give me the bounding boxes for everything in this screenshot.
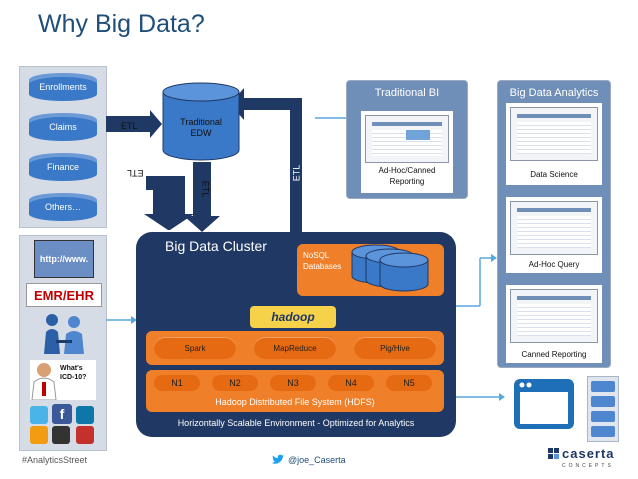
traditional-bi-title: Traditional BI [374, 87, 440, 99]
bi-caption-line1: Ad-Hoc/Canned [378, 166, 436, 175]
analytics-card-canned-reporting: Canned Reporting [506, 285, 602, 363]
tool-pig-hive: Pig/Hive [354, 337, 436, 359]
node-n2-label: N2 [229, 378, 241, 388]
bi-caption-line2: Reporting [389, 177, 425, 186]
tool-pig-hive-label: Pig/Hive [380, 343, 410, 353]
traditional-bi-card: Ad-Hoc/Canned Reporting [361, 111, 453, 193]
hdfs-box: N1 N2 N3 N4 N5 Hadoop Distributed File S… [146, 370, 444, 412]
hadoop-logo-text: hadoop [271, 310, 315, 324]
source-databases-panel: Enrollments Claims Finance Others… [19, 66, 107, 228]
node-n5: N5 [386, 375, 432, 391]
footer-twitter-handle: @joe_Caserta [288, 455, 346, 465]
hadoop-logo: hadoop [250, 306, 336, 328]
others-cylinder: Others… [29, 193, 97, 221]
etl-arrow-left [144, 176, 194, 230]
emr-ehr-label: EMR/EHR [34, 287, 94, 303]
node-n1-label: N1 [171, 378, 183, 388]
etl-arrow-to-edw [106, 110, 162, 138]
social-media-icon: f [28, 404, 98, 446]
finance-cylinder: Finance [29, 153, 97, 181]
tool-spark: Spark [154, 337, 236, 359]
nosql-cylinders-icon [351, 244, 429, 292]
nosql-label: NoSQL Databases [303, 250, 347, 272]
app-item-2 [591, 396, 615, 407]
app-items-panel [587, 376, 619, 442]
node-n3-label: N3 [287, 378, 299, 388]
enrollments-label: Enrollments [39, 82, 87, 92]
traditional-bi-caption: Ad-Hoc/Canned Reporting [361, 165, 453, 187]
http-label: http://www. [39, 254, 89, 264]
app-item-1 [591, 381, 615, 392]
edw-cylinder [162, 82, 240, 161]
analytics-caption-canned-reporting: Canned Reporting [521, 350, 587, 359]
enrollments-cylinder: Enrollments [29, 73, 97, 101]
others-label: Others… [44, 202, 81, 212]
node-n3: N3 [270, 375, 316, 391]
footer-hashtag: #AnalyticsStreet [22, 455, 88, 465]
edw-label-line2: EDW [190, 128, 212, 138]
app-item-4 [591, 426, 615, 437]
node-n4: N4 [328, 375, 374, 391]
http-icon: http://www. [34, 240, 94, 278]
icd10-label: What's ICD-10? [60, 365, 87, 381]
traditional-bi-panel: Traditional BI Ad-Hoc/Canned Reporting [346, 80, 468, 199]
app-window-icon [514, 379, 574, 429]
caserta-logo-icon [548, 448, 560, 462]
twitter-bird-icon [271, 453, 285, 465]
claims-label: Claims [49, 122, 77, 132]
etl-label-middle: ETL [200, 180, 211, 198]
processing-tools-row: Spark MapReduce Pig/Hive [146, 331, 444, 365]
node-n2: N2 [212, 375, 258, 391]
big-data-analytics-title: Big Data Analytics [509, 87, 599, 99]
finance-label: Finance [46, 162, 80, 172]
bi-report-screenshot [365, 115, 449, 163]
node-n1: N1 [154, 375, 200, 391]
source-icons-panel: http://www. EMR/EHR What's ICD-10? f [19, 235, 107, 451]
doctor-patient-icon [36, 310, 90, 356]
analytics-card-adhoc-query: Ad-Hoc Query [506, 197, 602, 273]
big-data-analytics-panel: Big Data Analytics Data Science Ad-Hoc Q… [497, 80, 611, 368]
icd10-doctor-icon: What's ICD-10? [30, 360, 96, 400]
node-n5-label: N5 [403, 378, 415, 388]
etl-label-top: ETL [121, 121, 138, 131]
nosql-label-line2: Databases [303, 262, 342, 271]
caserta-brand-sub: CONCEPTS [562, 463, 614, 469]
tool-spark-label: Spark [184, 343, 206, 353]
tool-mapreduce-label: MapReduce [273, 343, 317, 353]
etl-label-left: ETL [127, 168, 144, 178]
cluster-title: Big Data Cluster [165, 238, 267, 254]
analytics-card-data-science: Data Science [506, 103, 602, 185]
hdfs-label: Hadoop Distributed File System (HDFS) [215, 397, 375, 407]
claims-cylinder: Claims [29, 113, 97, 141]
etl-arrow-middle [184, 162, 220, 232]
emr-ehr-icon: EMR/EHR [26, 283, 102, 307]
app-item-3 [591, 411, 615, 422]
tool-mapreduce: MapReduce [254, 337, 336, 359]
nosql-label-line1: NoSQL [303, 251, 330, 260]
node-n4-label: N4 [345, 378, 357, 388]
analytics-caption-adhoc-query: Ad-Hoc Query [528, 260, 580, 269]
scalability-label: Horizontally Scalable Environment - Opti… [177, 418, 415, 428]
page-title: Why Big Data? [38, 10, 205, 38]
edw-label-line1: Traditional [180, 117, 222, 127]
etl-label-right: ETL [291, 164, 302, 182]
edw-label: Traditional EDW [161, 117, 241, 139]
caserta-brand: caserta [562, 446, 615, 461]
analytics-caption-data-science: Data Science [530, 170, 578, 179]
